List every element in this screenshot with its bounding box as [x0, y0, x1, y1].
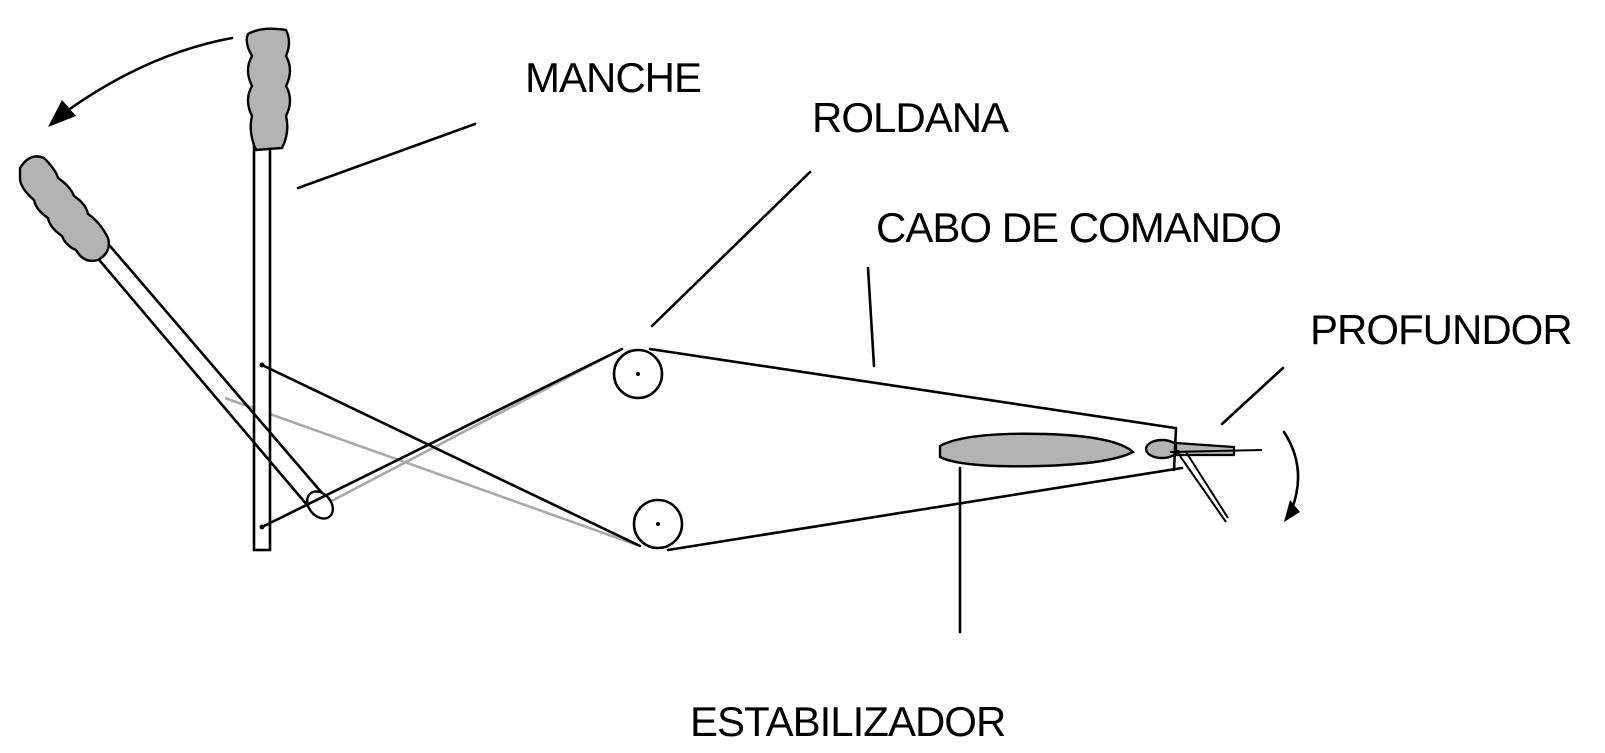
label-profundor: PROFUNDOR — [1310, 306, 1572, 353]
pulley-lower — [632, 498, 684, 550]
stick-motion-arrow — [48, 36, 234, 127]
deflected-stick-grip — [18, 155, 111, 263]
stick-grip — [245, 27, 292, 152]
label-estabilizador: ESTABILIZADOR — [690, 698, 1005, 745]
control-stick-neutral — [245, 27, 292, 552]
cable-upper-to-lower-pulley — [260, 363, 642, 548]
elevator-surface — [1174, 441, 1236, 457]
pulley-upper — [612, 348, 664, 400]
cable-lower-to-elevator-horn — [666, 466, 1184, 552]
cable-upper-to-elevator-horn — [648, 347, 1177, 430]
control-stick-deflected — [18, 155, 335, 520]
cable-lower-to-upper-pulley — [260, 347, 624, 529]
stabilizer-shape — [938, 432, 1136, 468]
elevator-deflected-line-1 — [1179, 455, 1227, 523]
leader-cabo-de-comando — [866, 266, 876, 368]
control-cables — [260, 347, 1184, 552]
elevator-deflected-line-2 — [1185, 451, 1229, 519]
leader-roldana — [650, 170, 812, 328]
label-cabo-de-comando: CABO DE COMANDO — [876, 204, 1281, 251]
label-manche: MANCHE — [525, 54, 701, 101]
elevator-chord-line — [1169, 449, 1263, 453]
deflected-stick-base — [305, 490, 335, 520]
stick-shaft — [252, 143, 272, 552]
label-roldana: ROLDANA — [812, 94, 1009, 141]
elevator-motion-arrow — [1282, 430, 1300, 522]
leader-manche — [296, 122, 477, 190]
elevator-assembly — [1144, 426, 1263, 523]
elevator-control-horn — [1172, 426, 1178, 472]
leader-profundor — [1220, 366, 1285, 426]
elevator-hinge — [1144, 438, 1180, 460]
